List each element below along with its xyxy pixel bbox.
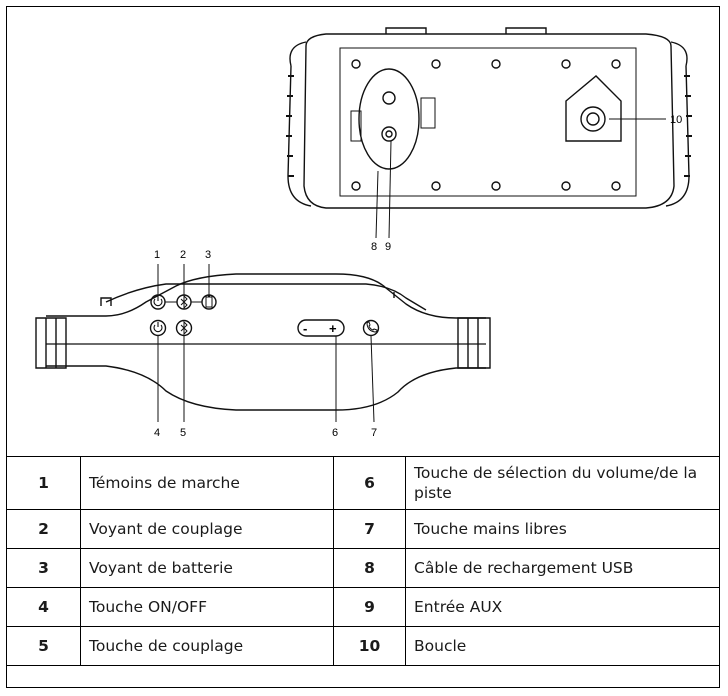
item-number: 10 (333, 626, 406, 666)
callout-2: 2 (180, 249, 186, 261)
callout-5: 5 (180, 427, 186, 439)
phone-icon (366, 321, 378, 333)
callout-8: 8 (371, 241, 377, 253)
item-number: 8 (333, 548, 406, 588)
speaker-top-view (35, 264, 491, 423)
item-number: 9 (333, 587, 406, 627)
item-label: Câble de rechargement USB (405, 548, 720, 588)
callout-9: 9 (385, 241, 391, 253)
item-label: Boucle (405, 626, 720, 666)
item-label: Touche mains libres (405, 509, 720, 549)
item-number: 1 (6, 456, 81, 510)
item-number: 6 (333, 456, 406, 510)
power-icon (153, 296, 163, 333)
item-number: 7 (333, 509, 406, 549)
volume-plus-icon: + (329, 321, 337, 336)
table-row: 4 Touche ON/OFF 9 Entrée AUX (6, 587, 720, 627)
bluetooth-icon (180, 294, 188, 336)
item-number: 3 (6, 548, 81, 588)
item-number: 2 (6, 509, 81, 549)
callout-4: 4 (154, 427, 160, 439)
battery-icon (205, 295, 213, 308)
item-number: 4 (6, 587, 81, 627)
item-label: Touche ON/OFF (80, 587, 334, 627)
callout-1: 1 (154, 249, 160, 261)
table-row: 2 Voyant de couplage 7 Touche mains libr… (6, 509, 720, 549)
speaker-illustration: 10 8 9 - + 1 (35, 27, 692, 439)
item-label: Voyant de batterie (80, 548, 334, 588)
volume-minus-icon: - (303, 321, 307, 336)
item-number: 5 (6, 626, 81, 666)
item-label: Touche de couplage (80, 626, 334, 666)
speaker-back-view (286, 27, 692, 239)
callout-3: 3 (205, 249, 211, 261)
table-row: 3 Voyant de batterie 8 Câble de recharge… (6, 548, 720, 588)
table-row: 1 Témoins de marche 6 Touche de sélectio… (6, 456, 720, 510)
product-diagram: 10 8 9 - + 1 (6, 6, 720, 456)
callout-7: 7 (371, 427, 377, 439)
table-row: 5 Touche de couplage 10 Boucle (6, 626, 720, 666)
parts-legend-table: 1 Témoins de marche 6 Touche de sélectio… (6, 456, 720, 666)
item-label: Témoins de marche (80, 456, 334, 510)
item-label: Entrée AUX (405, 587, 720, 627)
callout-10: 10 (670, 114, 682, 126)
document-frame (6, 6, 720, 688)
callout-6: 6 (332, 427, 338, 439)
item-label: Touche de sélection du volume/de la pist… (405, 456, 720, 510)
item-label: Voyant de couplage (80, 509, 334, 549)
